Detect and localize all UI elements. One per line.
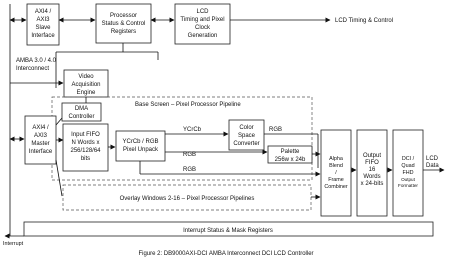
alpha-blend-block: Alpha Blend / Frame Combiner <box>320 129 352 217</box>
out-fifo-line1: Output <box>363 153 381 159</box>
lcd-timing-line4: Generation <box>188 33 218 39</box>
csc-line2: Space <box>238 133 256 139</box>
alpha-line3: / <box>335 170 337 176</box>
base-screen-label: Base Screen – Pixel Processor Pipeline <box>135 102 241 108</box>
video-acq-line3: Engine <box>77 90 96 96</box>
axi-master-line1: AXI4 / <box>32 125 49 131</box>
axi-slave-line2: AXI3 <box>36 17 50 23</box>
palette-line1: Palette <box>281 149 300 155</box>
lcd-timing-block: LCD Timing and Pixel Clock Generation <box>174 3 231 45</box>
csc-line3: Converter <box>233 141 259 147</box>
dci-line1: DCI / <box>402 156 415 162</box>
lcd-timing-control-label: LCD Timing & Control <box>335 18 393 24</box>
rgb-mid-label: RGB <box>183 152 196 158</box>
rgb-top-label: RGB <box>269 127 282 133</box>
unpack-line1: YCrCb / RGB <box>122 139 158 145</box>
out-fifo-line4: Words <box>363 174 380 180</box>
alpha-line5: Combiner <box>324 184 348 190</box>
figure-caption: Figure 2: DB9000AXI-DCI AMBA Interconnec… <box>138 251 313 257</box>
base-screen-pipeline-frame <box>51 96 313 181</box>
alpha-line4: Frame <box>328 177 344 183</box>
out-fifo-line3: 16 <box>369 167 376 173</box>
interrupt-registers-label: Interrupt Status & Mask Registers <box>183 228 273 234</box>
input-fifo-line2: N Words x <box>72 140 100 146</box>
overlay-label: Overlay Windows 2-16 – Pixel Processor P… <box>120 196 255 202</box>
axi-slave-line3: Slave <box>35 25 51 31</box>
axi-master-line3: Master <box>31 141 49 147</box>
dci-line4: Output <box>401 177 416 182</box>
output-fifo-block: Output FIFO 16 Words x 24-bits <box>356 129 388 217</box>
dma-line1: DMA <box>75 106 88 112</box>
dma-controller-block: DMA Controller <box>61 102 102 122</box>
interrupt-out-label: Interrupt <box>3 241 24 247</box>
lcd-timing-line2: Timing and Pixel <box>180 17 224 23</box>
lcd-data-line1: LCD <box>426 156 439 162</box>
dci-formatter-block: DCI / Quad FHD Output Formatter <box>392 129 424 217</box>
video-acquisition-engine-block: Video Acquisition Engine <box>63 69 109 98</box>
overlay-windows-frame <box>62 184 312 211</box>
dma-line2: Controller <box>68 114 94 120</box>
proc-regs-line2: Status & Control <box>102 21 146 27</box>
axi-master-interface-block: AXI4 / AXI3 Master Interface <box>24 115 57 165</box>
out-fifo-line5: x 24-bits <box>361 181 384 187</box>
axi-master-line2: AXI3 <box>34 133 48 139</box>
video-acq-line1: Video <box>78 74 94 80</box>
interrupt-registers-block: Interrupt Status & Mask Registers <box>23 221 434 237</box>
master-to-overlay-line <box>55 159 63 197</box>
input-fifo-line1: Input FIFO <box>71 132 100 138</box>
lcd-data-line2: Data <box>426 163 439 169</box>
dci-line5: Formatter <box>398 183 418 188</box>
palette-line2: 256w x 24b <box>275 157 306 163</box>
axi-slave-line4: Interface <box>31 33 55 39</box>
amba-label-line2: Interconnect <box>16 66 49 72</box>
input-fifo-line4: bits <box>81 156 90 162</box>
axi-slave-interface-block: AXI4 / AXI3 Slave Interface <box>26 3 60 46</box>
proc-regs-line1: Processor <box>110 13 137 19</box>
amba-label-line1: AMBA 3.0 / 4.0 <box>16 58 57 64</box>
out-fifo-line2: FIFO <box>365 160 379 166</box>
proc-regs-line3: Registers <box>111 29 136 35</box>
input-fifo-block: Input FIFO N Words x 256/128/64 bits <box>62 123 109 172</box>
master-to-dma-line <box>55 117 63 126</box>
axi-slave-line1: AXI4 / <box>35 9 52 15</box>
ycrcb-label: YCrCb <box>183 127 202 133</box>
axi-master-line4: Interface <box>29 149 53 155</box>
input-fifo-line3: 256/128/64 <box>70 148 101 154</box>
csc-line1: Color <box>239 125 253 131</box>
processor-registers-block: Processor Status & Control Registers <box>95 3 152 44</box>
dci-line3: FHD <box>402 170 413 176</box>
pixel-unpack-block: YCrCb / RGB Pixel Unpack <box>115 130 166 162</box>
alpha-line1: Alpha <box>329 156 343 162</box>
video-acq-line2: Acquisition <box>71 82 100 88</box>
alpha-line2: Blend <box>329 163 343 169</box>
lcd-timing-line3: Clock <box>195 25 211 31</box>
lcd-timing-line1: LCD <box>196 9 209 15</box>
palette-block: Palette 256w x 24b <box>267 145 313 164</box>
rgb-low-label: RGB <box>183 167 196 173</box>
color-space-converter-block: Color Space Converter <box>228 119 265 151</box>
dci-line2: Quad <box>401 163 414 169</box>
unpack-line2: Pixel Unpack <box>123 147 159 153</box>
